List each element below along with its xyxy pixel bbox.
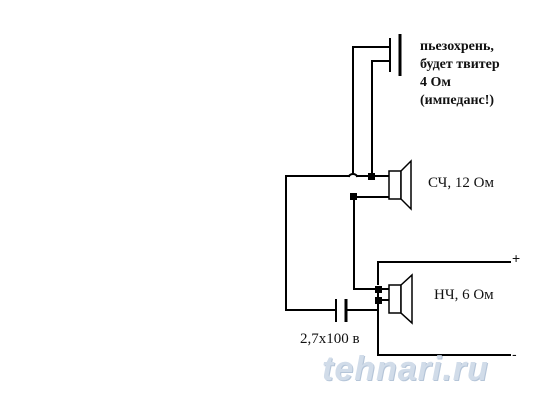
minus-terminal-label: - — [512, 346, 517, 362]
junction-woofer-bottom — [375, 297, 382, 304]
wire-crossing-hop — [347, 173, 359, 178]
woofer-cone — [400, 273, 413, 325]
main-bus-left — [285, 175, 336, 311]
cap-to-woofer-wire — [346, 291, 379, 311]
mid-magnet — [388, 170, 402, 200]
capacitor-symbol — [335, 299, 348, 322]
tweeter-wire-outer — [352, 46, 389, 175]
midrange-speaker-icon — [388, 159, 412, 211]
tweeter-label-line4: (импеданс!) — [420, 93, 495, 108]
woofer-label: НЧ, 6 Ом — [434, 287, 494, 303]
junctions — [350, 173, 382, 304]
tweeter-symbol — [389, 34, 402, 76]
plus-terminal-label: + — [512, 250, 521, 266]
junction-woofer-top — [375, 286, 382, 293]
junction-mid-top — [368, 173, 375, 180]
mid-to-woofer-wire — [353, 196, 391, 290]
woofer-magnet — [388, 284, 402, 314]
minus-rail — [377, 307, 511, 356]
junction-mid-bottom — [350, 193, 357, 200]
midrange-label: СЧ, 12 Ом — [428, 175, 494, 191]
tweeter-label-line2: будет твитер — [420, 57, 500, 72]
mid-cone — [400, 159, 412, 211]
tweeter-label-line3: 4 Ом — [420, 75, 451, 90]
watermark: tehnari.ru — [322, 350, 489, 388]
capacitor-label: 2,7x100 в — [300, 331, 360, 347]
tweeter-label-line1: пьезохрень, — [420, 39, 494, 54]
tweeter-wire-inner — [371, 60, 391, 178]
woofer-speaker-icon — [388, 273, 413, 325]
plus-rail — [377, 261, 511, 285]
